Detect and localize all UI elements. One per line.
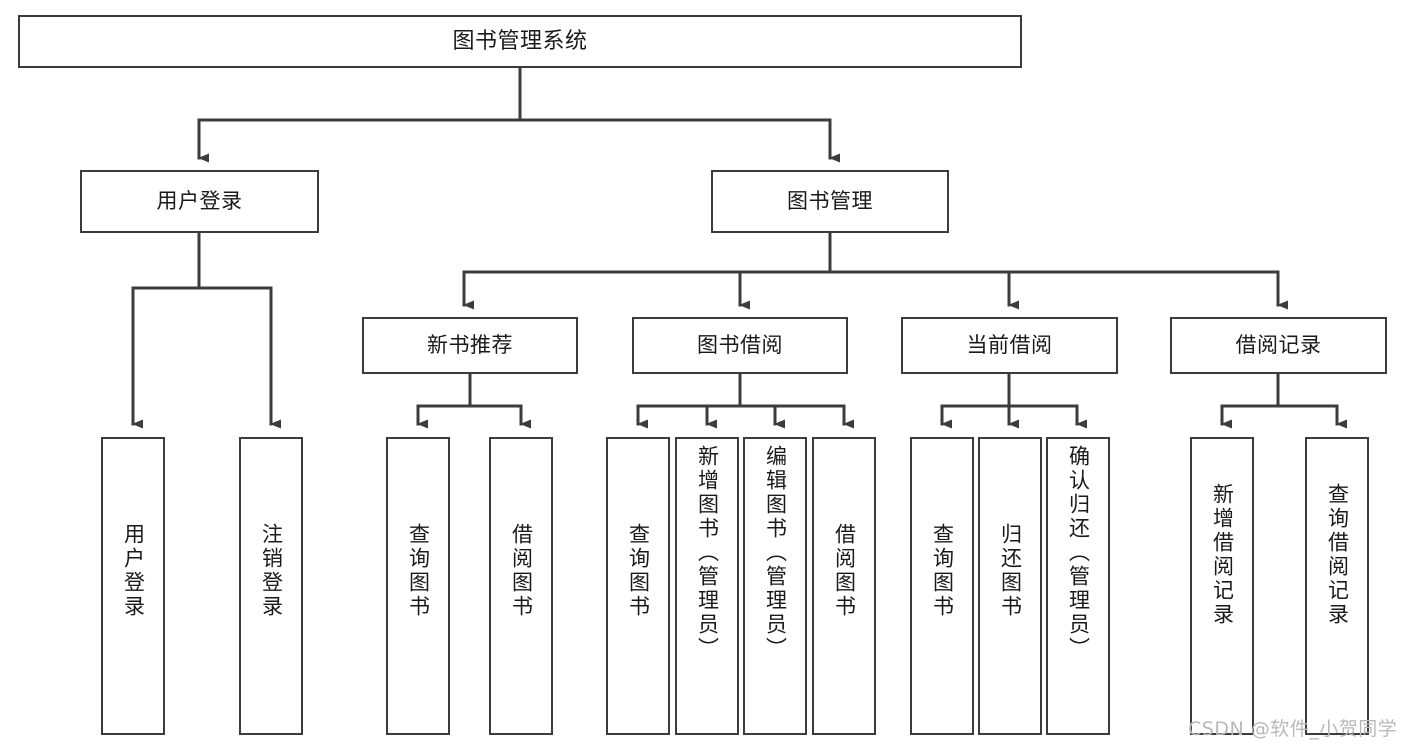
node-leaf-borrow-book-1[interactable]: 借阅图书 (489, 437, 553, 735)
node-label: 借阅图书 (832, 523, 857, 619)
node-user-login[interactable]: 用户登录 (80, 170, 319, 233)
node-leaf-add-book[interactable]: 新增图书（管理员） (675, 437, 739, 735)
node-root-system[interactable]: 图书管理系统 (18, 15, 1022, 68)
node-leaf-user-login[interactable]: 用户登录 (101, 437, 165, 735)
node-label: 查询图书 (930, 523, 955, 619)
node-new-book-recommend[interactable]: 新书推荐 (362, 317, 578, 374)
node-leaf-query-book-1[interactable]: 查询图书 (386, 437, 450, 735)
node-label: 查询图书 (626, 523, 651, 619)
node-leaf-return-book[interactable]: 归还图书 (978, 437, 1042, 735)
node-leaf-user-logout[interactable]: 注销登录 (239, 437, 303, 735)
node-label: 用户登录 (156, 189, 243, 214)
node-label: 借阅记录 (1235, 333, 1322, 358)
node-current-borrow[interactable]: 当前借阅 (901, 317, 1118, 374)
node-label: 新增图书（管理员） (695, 445, 720, 661)
node-leaf-confirm-return[interactable]: 确认归还（管理员） (1046, 437, 1110, 735)
node-leaf-edit-book[interactable]: 编辑图书（管理员） (743, 437, 807, 735)
node-label: 当前借阅 (966, 333, 1053, 358)
node-label: 归还图书 (998, 523, 1023, 619)
node-label: 图书管理系统 (452, 28, 588, 54)
node-borrow-record[interactable]: 借阅记录 (1170, 317, 1387, 374)
node-label: 编辑图书（管理员） (763, 445, 788, 661)
node-book-borrow[interactable]: 图书借阅 (632, 317, 848, 374)
node-label: 注销登录 (259, 523, 284, 619)
csdn-watermark: CSDN @软件_小贺同学 (1188, 718, 1398, 740)
node-label: 查询借阅记录 (1325, 483, 1350, 627)
node-leaf-add-record[interactable]: 新增借阅记录 (1190, 437, 1254, 735)
node-leaf-query-book-2[interactable]: 查询图书 (606, 437, 670, 735)
node-label: 图书管理 (787, 189, 873, 214)
node-label: 借阅图书 (509, 523, 534, 619)
node-leaf-borrow-book-2[interactable]: 借阅图书 (812, 437, 876, 735)
node-leaf-query-book-3[interactable]: 查询图书 (910, 437, 974, 735)
node-label: 新增借阅记录 (1210, 483, 1235, 627)
node-label: 确认归还（管理员） (1066, 445, 1091, 661)
node-book-manage[interactable]: 图书管理 (711, 170, 949, 233)
node-label: 用户登录 (121, 523, 146, 619)
node-leaf-query-record[interactable]: 查询借阅记录 (1305, 437, 1369, 735)
node-label: 图书借阅 (697, 333, 783, 358)
node-label: 新书推荐 (427, 333, 513, 358)
node-label: 查询图书 (406, 523, 431, 619)
